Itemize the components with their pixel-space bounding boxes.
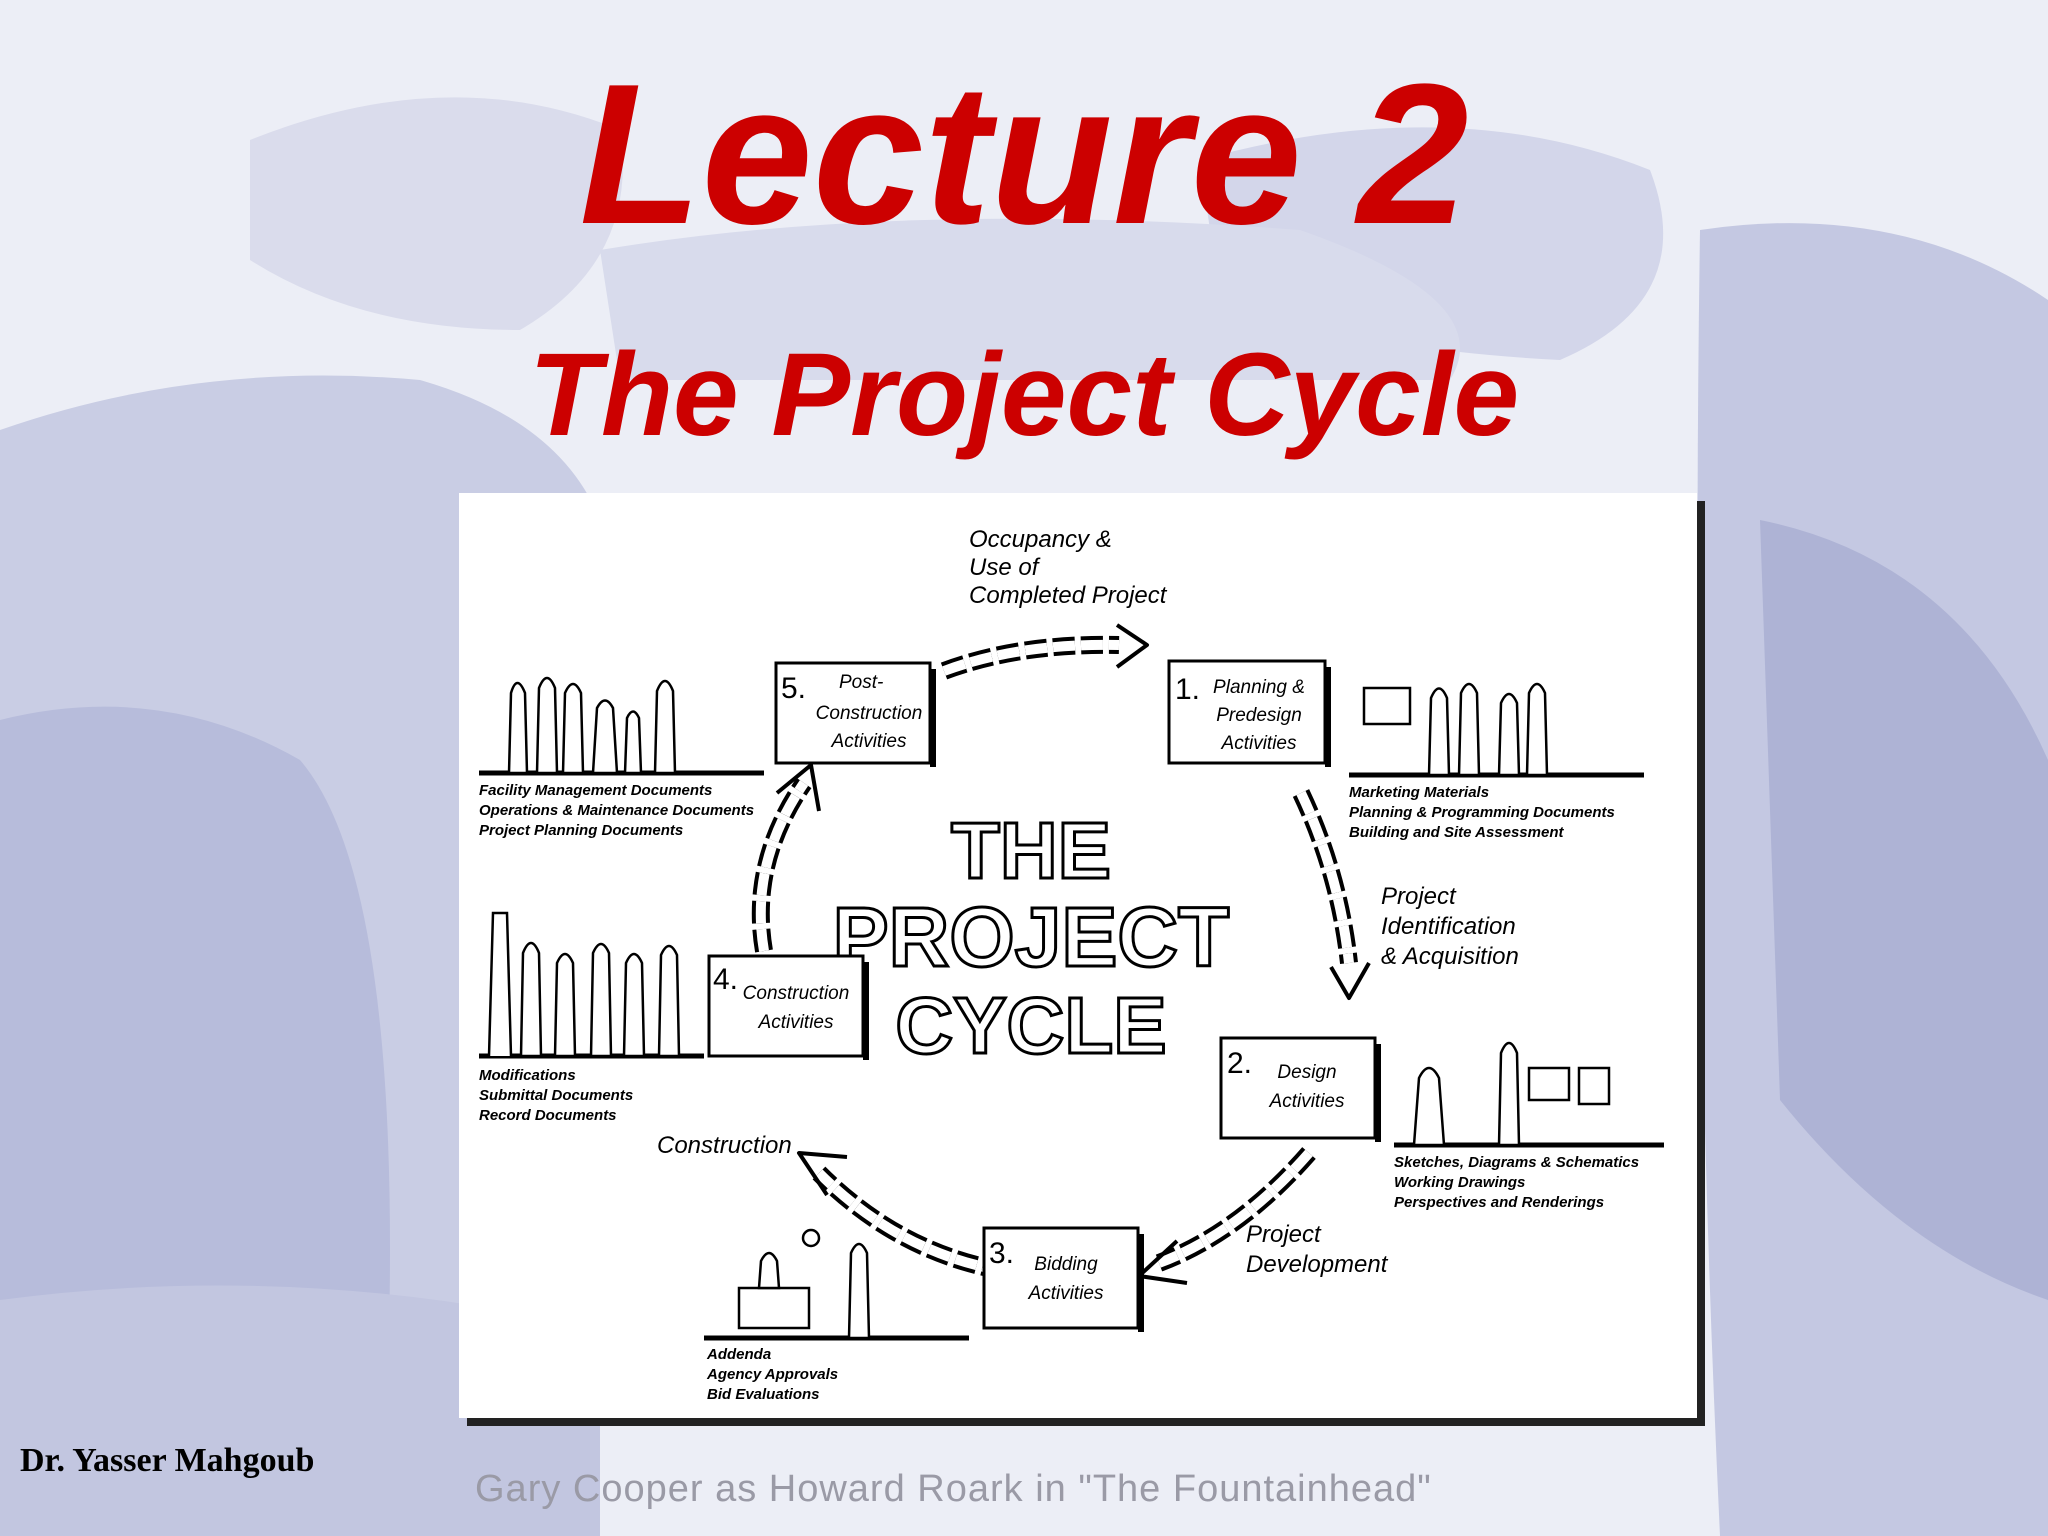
project-cycle-diagram: THE PROJECT CYCLE 1. Planning & Predesig… [479,526,1664,1403]
stage-5-number: 5. [781,672,806,705]
stage-2-box: 2. Design Activities [1219,1036,1381,1142]
docs-construction: Modifications Submittal Documents Record… [479,1067,633,1124]
docs-planning: Marketing Materials Planning & Programmi… [1349,784,1615,841]
stage-2-number: 2. [1227,1047,1252,1080]
stage-1-box: 1. Planning & Predesign Activities [1167,659,1331,767]
slide-title: Lecture 2 [579,43,1469,266]
label-occupancy-line-2: Use of [969,554,1041,581]
project-cycle-diagram-panel: THE PROJECT CYCLE 1. Planning & Predesig… [459,493,1697,1418]
docs-design-3: Perspectives and Renderings [1394,1194,1604,1211]
arrow-construction [812,1166,1006,1280]
docs-construction-2: Submittal Documents [479,1087,633,1104]
stage-4-line-1: Construction [743,983,850,1004]
docs-post-3: Project Planning Documents [479,822,683,839]
docs-post-2: Operations & Maintenance Documents [479,802,754,819]
docs-post-construction: Facility Management Documents Operations… [479,782,754,839]
docs-planning-3: Building and Site Assessment [1349,824,1564,841]
docs-bidding-1: Addenda [706,1346,771,1363]
label-occupancy-line-1: Occupancy & [969,526,1112,553]
author-name: Dr. Yasser Mahgoub [20,1442,315,1479]
stage-1-number: 1. [1175,673,1200,706]
center-title-line-2: PROJECT [833,890,1230,984]
docs-construction-3: Record Documents [479,1107,617,1124]
docs-post-1: Facility Management Documents [479,782,712,799]
stage-3-line-2: Activities [1028,1283,1104,1304]
docs-planning-2: Planning & Programming Documents [1349,804,1615,821]
stage-5-line-3: Activities [831,731,907,752]
photo-caption: Gary Cooper as Howard Roark in "The Foun… [475,1468,1432,1510]
label-development-line-1: Project [1246,1221,1322,1248]
figures-design [1394,1041,1664,1148]
docs-bidding-2: Agency Approvals [706,1366,838,1383]
label-construction: Construction [657,1132,792,1159]
stage-2-line-1: Design [1277,1062,1336,1083]
label-occupancy: Occupancy & Use of Completed Project [969,526,1168,609]
docs-construction-1: Modifications [479,1067,576,1084]
docs-design-1: Sketches, Diagrams & Schematics [1394,1154,1639,1171]
docs-bidding-3: Bid Evaluations [707,1386,820,1403]
stage-3-line-1: Bidding [1034,1254,1098,1275]
docs-planning-1: Marketing Materials [1349,784,1489,801]
stage-3-box: 3. Bidding Activities [982,1226,1144,1332]
docs-design-2: Working Drawings [1394,1174,1525,1191]
stage-5-line-2: Construction [816,703,923,724]
label-identification: Project Identification & Acquisition [1381,883,1519,970]
label-occupancy-line-3: Completed Project [969,582,1168,609]
docs-bidding: Addenda Agency Approvals Bid Evaluations [706,1346,838,1403]
label-development-line-2: Development [1246,1251,1389,1278]
label-identification-line-1: Project [1381,883,1457,910]
slide-subtitle: The Project Cycle [528,329,1520,461]
figures-bidding [704,1228,969,1341]
center-title: THE PROJECT CYCLE [831,805,1231,1072]
stage-4-number: 4. [713,963,738,996]
center-title-line-1: THE [951,806,1111,895]
figures-construction [479,911,704,1059]
label-identification-line-3: & Acquisition [1381,943,1519,970]
label-development: Project Development [1246,1221,1389,1278]
label-identification-line-2: Identification [1381,913,1516,940]
arrow-heads [775,623,1371,1285]
stage-2-line-2: Activities [1269,1091,1345,1112]
stage-5-box: 5. Post- Construction Activities [774,661,936,767]
figures-post-construction [479,676,764,776]
stage-4-line-2: Activities [758,1012,834,1033]
stage-1-line-1: Planning & [1213,677,1305,698]
stage-4-box: 4. Construction Activities [707,954,869,1060]
center-title-line-3: CYCLE [895,981,1166,1070]
stage-1-line-2: Predesign [1216,705,1302,726]
docs-design: Sketches, Diagrams & Schematics Working … [1394,1154,1639,1211]
stage-1-line-3: Activities [1221,733,1297,754]
stage-3-number: 3. [989,1237,1014,1270]
stage-5-line-1: Post- [839,672,883,693]
figures-planning [1349,682,1644,778]
